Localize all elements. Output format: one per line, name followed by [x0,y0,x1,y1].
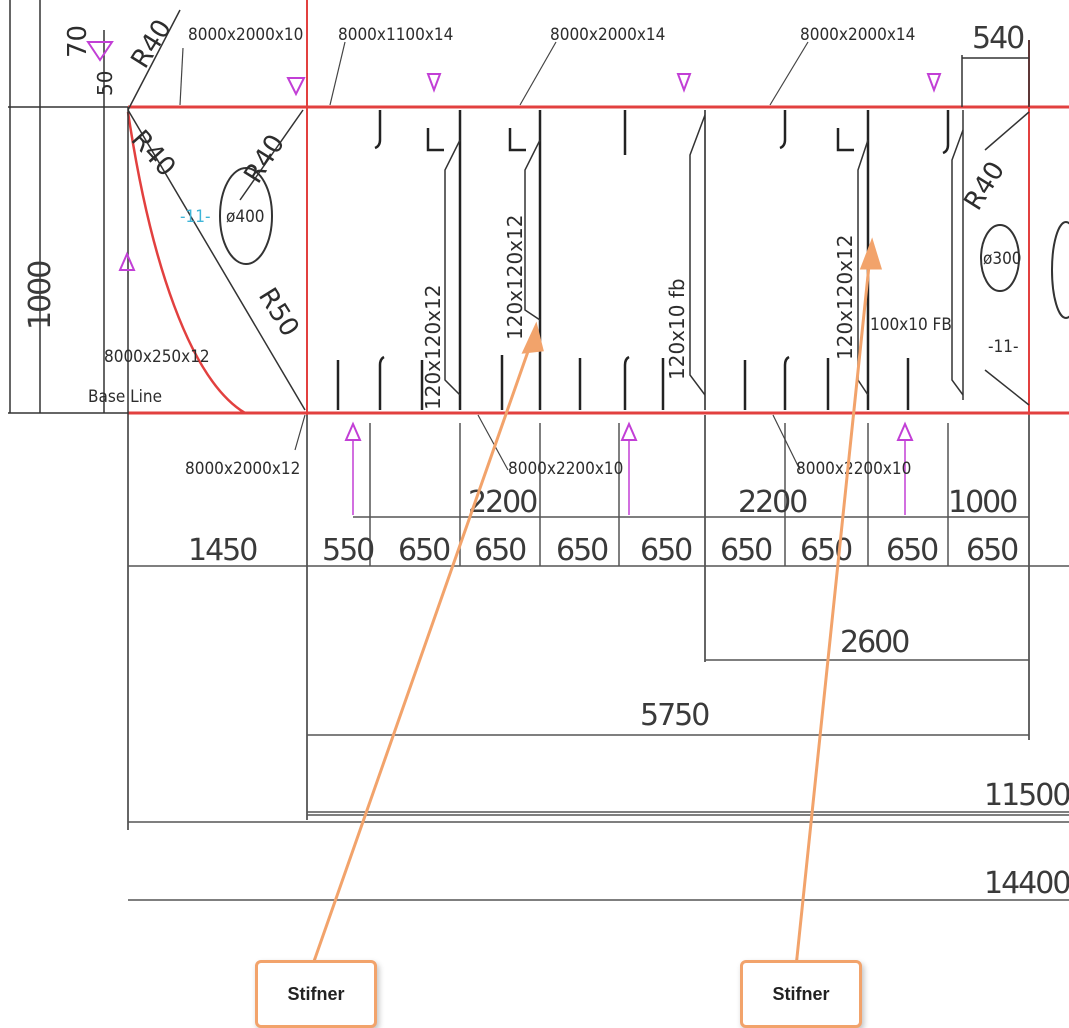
callout-left-label: Stifner [287,983,345,1004]
dim-row3-2600: 2600 [840,625,909,660]
stiffener-label-fb: 100x10 FB [870,315,952,335]
dim-row5-11500: 11500 [984,778,1069,813]
stiffener-callout-right: Stifner [740,960,862,1028]
hull-plates [126,0,1069,415]
leader-lines [179,41,809,471]
label-top-deck-3: 8000x2000x14 [800,25,915,45]
marker-11-left: -11- [180,207,211,227]
label-top-deck-1: 8000x1100x14 [338,25,453,45]
callout-arrow-right [794,255,872,968]
weld-marker-stems [352,440,906,515]
radius-r40-mid: R40 [125,125,182,183]
dim-1000-vertical: 1000 [23,261,58,330]
dim-row1-1000: 1000 [948,485,1017,520]
label-bottom-1: 8000x2200x10 [508,459,623,479]
dim-row2-650e: 650 [720,533,772,568]
hole-partial [1051,221,1069,319]
dim-row2-1450: 1450 [188,533,257,568]
stiffener-label-3: 120x10 fb [665,278,689,380]
dim-540: 540 [972,21,1024,56]
dimension-ticks [369,423,949,566]
callout-arrow-left [310,339,534,968]
dim-row6-14400: 14400 [984,866,1069,901]
lightening-holes [219,167,1069,319]
stiffener-label-2: 120x120x12 [503,215,527,340]
stiffener-profiles [444,114,964,396]
stiffener-label-1: 120x120x12 [421,285,445,410]
label-base-line: Base Line [88,387,162,407]
callout-arrows [310,237,883,968]
label-bottom-bulkhead: 8000x2000x12 [185,459,300,479]
corner-braces [127,9,1030,411]
radius-r40-right: R40 [958,156,1011,215]
dim-row2-550: 550 [322,533,374,568]
dim-row2-650d: 650 [640,533,692,568]
dim-70: 70 [63,25,93,58]
dim-row2-650c: 650 [556,533,608,568]
label-bilge: 8000x250x12 [104,347,210,367]
label-top-left-bulkhead: 8000x2000x10 [188,25,303,45]
radius-r40-top: R40 [125,14,178,73]
hole-400-label: ø400 [226,207,265,227]
hole-300-label: ø300 [983,249,1022,269]
stiffeners-top [374,110,950,410]
stiffeners-bottom [336,355,910,410]
hole-300 [980,224,1020,292]
callout-arrowhead-left [521,321,544,354]
label-top-deck-2: 8000x2000x14 [550,25,665,45]
reference-lines [8,0,1030,830]
bilge-curve [126,111,246,415]
text-labels: 70 50 1000 540 8000x2000x10 8000x1100x14… [23,14,1069,901]
dim-row1-2200b: 2200 [738,485,807,520]
dim-row2-650g: 650 [886,533,938,568]
stiffener-label-4: 120x120x12 [833,235,857,360]
hole-400 [219,167,273,265]
dim-row2-650a: 650 [398,533,450,568]
callout-arrowhead-right [859,237,883,270]
dim-row2-650h: 650 [966,533,1018,568]
dim-row4-5750: 5750 [640,698,709,733]
dim-row2-650f: 650 [800,533,852,568]
dim-50: 50 [93,71,117,96]
label-bottom-2: 8000x2200x10 [796,459,911,479]
dimension-lines [128,516,1069,823]
stiffener-callout-left: Stifner [255,960,377,1028]
callout-right-label: Stifner [772,983,830,1004]
marker-11-right: -11- [988,337,1019,357]
dim-row2-650b: 650 [474,533,526,568]
